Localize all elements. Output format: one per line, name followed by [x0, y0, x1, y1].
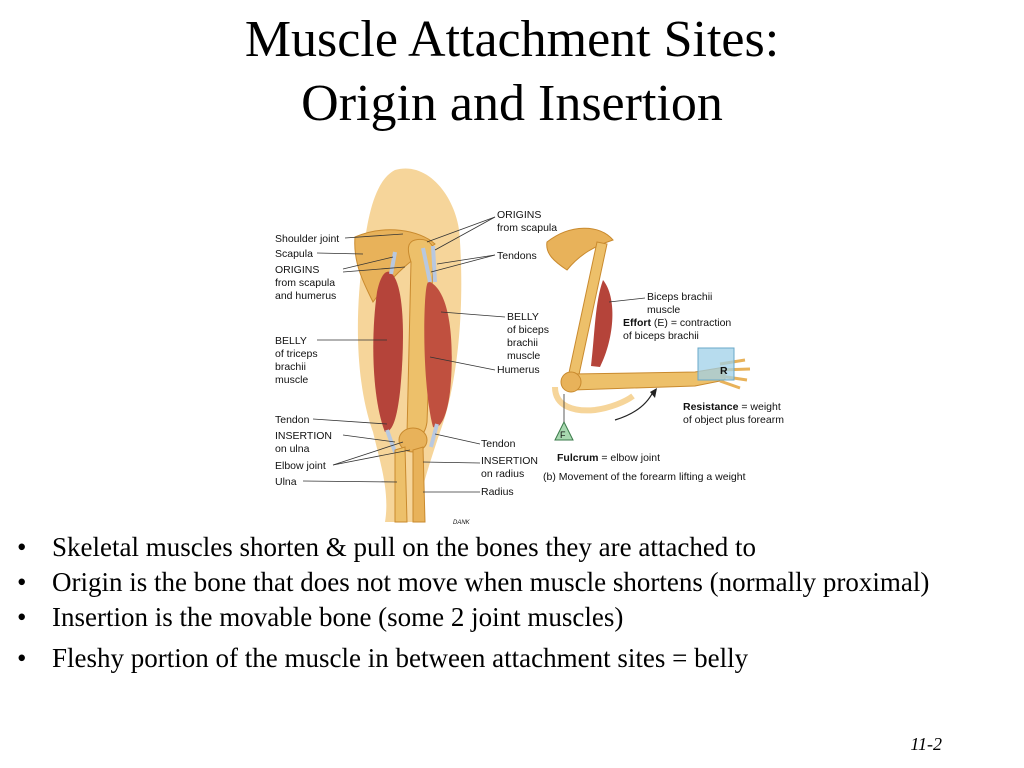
radius-bone — [412, 446, 426, 523]
biceps-belly — [424, 281, 452, 428]
label-humerus: Humerus — [497, 364, 540, 376]
title-line-2: Origin and Insertion — [301, 75, 723, 132]
label-biceps-brachii-2: muscle — [647, 304, 680, 316]
label-left-tendon: Tendon — [275, 414, 310, 426]
bullet-text: Origin is the bone that does not move wh… — [52, 567, 930, 597]
label-biceps-belly: BELLY — [507, 311, 539, 323]
label-effort: Effort (E) = contraction — [623, 317, 731, 329]
label-left-origins-2: from scapula — [275, 277, 335, 289]
label-ulna: Ulna — [275, 476, 297, 488]
fulcrum-marker-label: F — [560, 430, 566, 440]
bullet-glyph: • — [17, 532, 27, 562]
label-insertion-radius: INSERTION — [481, 455, 538, 467]
label-middle-tendon: Tendon — [481, 438, 516, 450]
right-elbow — [560, 371, 582, 393]
movement-arrow — [614, 391, 654, 421]
label-origins-scapula: ORIGINS — [497, 209, 541, 221]
bullet-item: • Skeletal muscles shorten & pull on the … — [12, 532, 1012, 563]
label-elbow-joint: Elbow joint — [275, 460, 326, 472]
resistance-marker-box — [697, 347, 735, 381]
right-scapula — [546, 227, 614, 271]
label-shoulder-joint: Shoulder joint — [275, 233, 339, 245]
label-fulcrum: Fulcrum = elbow joint — [557, 452, 660, 464]
bullet-item: • Insertion is the movable bone (some 2 j… — [12, 602, 1012, 633]
label-left-origins-3: and humerus — [275, 290, 336, 302]
middle-leader-lines — [422, 216, 506, 493]
bullet-item: • Origin is the bone that does not move w… — [12, 567, 1012, 598]
arm-muscle-figure: DANK Shoulder joint Scapula ORIGINS from… — [255, 162, 800, 527]
bullet-text: Skeletal muscles shorten & pull on the b… — [52, 532, 757, 562]
tendons-top — [389, 245, 437, 283]
label-biceps-brachii: Biceps brachii — [647, 291, 712, 303]
label-radius: Radius — [481, 486, 514, 498]
title-line-1: Muscle Attachment Sites: — [244, 11, 780, 68]
bullet-list: • Skeletal muscles shorten & pull on the … — [12, 532, 1012, 678]
artist-signature: DANK — [453, 520, 471, 526]
fulcrum-triangle — [554, 420, 574, 441]
label-tendons: Tendons — [497, 250, 537, 262]
bullet-glyph: • — [17, 643, 27, 673]
left-leader-lines — [302, 233, 411, 483]
label-insertion-ulna: INSERTION — [275, 430, 332, 442]
label-biceps-belly-3: brachii — [507, 337, 538, 349]
label-resistance-2: of object plus forearm — [683, 414, 784, 426]
arm-illustration: DANK Shoulder joint Scapula ORIGINS from… — [275, 168, 784, 526]
ulna-bone — [394, 446, 408, 523]
label-insertion-radius-2: on radius — [481, 468, 524, 480]
label-insertion-ulna-2: on ulna — [275, 443, 310, 455]
triceps-belly — [373, 271, 403, 432]
figure-caption: (b) Movement of the forearm lifting a we… — [543, 471, 746, 483]
page-number: 11-2 — [910, 734, 942, 754]
right-leader-lines — [563, 297, 646, 422]
label-origins-scapula-2: from scapula — [497, 222, 557, 234]
label-scapula: Scapula — [275, 248, 313, 260]
bullet-text: Insertion is the movable bone (some 2 jo… — [52, 602, 624, 632]
tendons-bottom — [385, 423, 439, 453]
bullet-item: • Fleshy portion of the muscle in between… — [12, 643, 1012, 674]
bullet-glyph: • — [17, 567, 27, 597]
label-triceps-belly: BELLY — [275, 335, 307, 347]
right-arm-skin — [552, 386, 635, 414]
bullet-text: Fleshy portion of the muscle in between … — [52, 643, 749, 673]
label-triceps-belly-4: muscle — [275, 374, 308, 386]
slide-title: Muscle Attachment Sites: Origin and Inse… — [0, 8, 1024, 136]
right-biceps-muscle — [591, 280, 613, 367]
label-triceps-belly-2: of triceps — [275, 348, 318, 360]
bullet-glyph: • — [17, 602, 27, 632]
resistance-marker-label: R — [720, 365, 728, 377]
movement-arrowhead — [650, 388, 657, 398]
label-effort-2: of biceps brachii — [623, 330, 699, 342]
label-triceps-belly-3: brachii — [275, 361, 306, 373]
label-biceps-belly-4: muscle — [507, 350, 540, 362]
label-biceps-belly-2: of biceps — [507, 324, 549, 336]
label-left-origins: ORIGINS — [275, 264, 319, 276]
label-resistance: Resistance = weight — [683, 401, 781, 413]
